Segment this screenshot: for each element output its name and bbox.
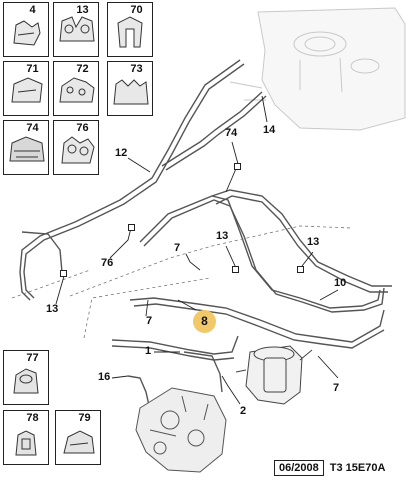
clip-number: 79 (78, 412, 91, 424)
fuel-tank (229, 7, 406, 131)
callout-12: 12 (115, 147, 128, 159)
clip-box-78: 78 (3, 410, 49, 465)
pipe-12 (19, 59, 267, 301)
callout-74: 74 (225, 127, 238, 139)
clip-box-73: 73 (107, 61, 153, 116)
marker-74 (234, 163, 241, 170)
clip-icon (15, 430, 37, 456)
callout-13c: 13 (46, 303, 59, 315)
clip-icon (61, 136, 95, 164)
callout-13b: 13 (307, 236, 320, 248)
clip-number: 77 (26, 352, 39, 364)
callout-13a: 13 (216, 230, 229, 242)
clip-number: 76 (76, 122, 89, 134)
clip-box-74: 74 (3, 120, 49, 175)
clip-icon (13, 368, 39, 394)
clip-number: 70 (130, 4, 143, 16)
clip-icon (117, 16, 143, 48)
callout-7a: 7 (174, 242, 181, 254)
callout-16: 16 (98, 371, 111, 383)
dashed-outline (11, 225, 353, 339)
clip-box-76: 76 (53, 120, 99, 175)
clip-icon (59, 77, 95, 103)
injection-pump (135, 387, 227, 473)
clip-number: 13 (76, 4, 89, 16)
callout-1: 1 (145, 345, 152, 357)
clip-icon (13, 20, 41, 46)
clip-number: 72 (76, 63, 89, 75)
marker-13a (232, 266, 239, 273)
footer-date: 06/2008 (274, 460, 324, 476)
clip-box-72: 72 (53, 61, 99, 116)
footer-reference: T3 15E70A (329, 462, 386, 474)
clip-number: 71 (26, 63, 39, 75)
clip-number: 74 (26, 122, 39, 134)
clip-number: 78 (26, 412, 39, 424)
clip-number: 73 (130, 63, 143, 75)
callout-10: 10 (334, 277, 347, 289)
clip-box-77: 77 (3, 350, 49, 405)
callout-7c: 7 (333, 382, 340, 394)
fuel-filter (235, 345, 313, 405)
marker-13c (60, 270, 67, 277)
callout-8-highlight: 8 (193, 310, 216, 333)
clip-box-13: 13 (53, 2, 99, 57)
clip-icon (59, 16, 95, 42)
callout-7b: 7 (146, 315, 153, 327)
diagram-footer: 06/2008 T3 15E70A (274, 460, 385, 476)
marker-13b (297, 266, 304, 273)
clip-box-71: 71 (3, 61, 49, 116)
clip-number: 4 (29, 4, 36, 16)
marker-76 (128, 224, 135, 231)
clip-icon (11, 77, 43, 103)
callout-2: 2 (240, 405, 247, 417)
pipe-10 (111, 189, 392, 361)
pipe-16 (127, 351, 223, 411)
callout-14: 14 (263, 124, 276, 136)
callout-76: 76 (101, 257, 114, 269)
clip-box-70: 70 (107, 2, 153, 57)
clip-icon (113, 79, 149, 105)
clip-box-4: 4 (3, 2, 49, 57)
clip-box-79: 79 (55, 410, 101, 465)
clip-icon (9, 136, 45, 162)
clip-icon (63, 430, 95, 454)
